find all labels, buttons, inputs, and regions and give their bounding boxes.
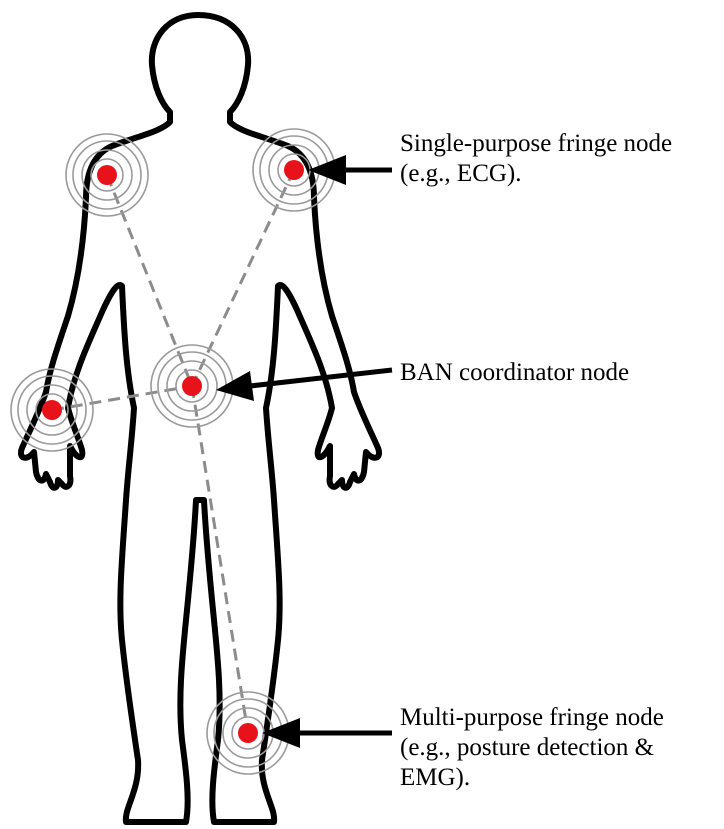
single-purpose-label-line-1: Single-purpose fringe node bbox=[400, 129, 672, 159]
single-purpose-label-line-2: (e.g., ECG). bbox=[400, 159, 672, 189]
single-purpose-node-label: Single-purpose fringe node (e.g., ECG). bbox=[400, 129, 672, 189]
coordinator-node bbox=[182, 376, 202, 396]
coordinator-node-label: BAN coordinator node bbox=[400, 358, 629, 388]
multi-purpose-node-label: Multi-purpose fringe node (e.g., posture… bbox=[400, 703, 664, 793]
right-shoulder-node bbox=[97, 165, 117, 185]
multi-purpose-label-line-2: (e.g., posture detection & bbox=[400, 733, 664, 763]
ankle-node bbox=[238, 723, 258, 743]
arrow-coordinator-head bbox=[216, 371, 254, 401]
left-shoulder-node bbox=[284, 160, 304, 180]
coordinator-label-line-1: BAN coordinator node bbox=[400, 358, 629, 388]
right-wrist-node bbox=[42, 400, 62, 420]
multi-purpose-label-line-3: EMG). bbox=[400, 763, 664, 793]
link-left-shoulder-to-coordinator bbox=[192, 170, 294, 386]
radio-rings bbox=[11, 129, 335, 774]
multi-purpose-label-line-1: Multi-purpose fringe node bbox=[400, 703, 664, 733]
wireless-links bbox=[52, 170, 294, 733]
